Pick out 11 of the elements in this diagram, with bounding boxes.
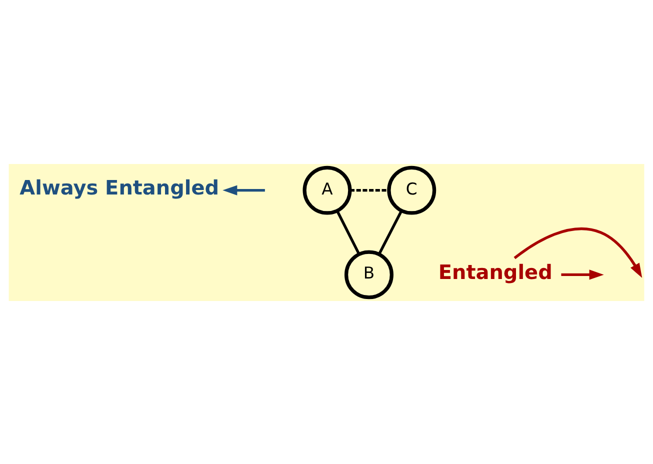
node-circle: B [344, 250, 394, 299]
node-text: Always Entangled [20, 174, 220, 199]
arrow [514, 227, 642, 278]
connector [336, 210, 360, 254]
arrow [561, 269, 604, 280]
node-text: Entangled [438, 259, 552, 284]
node-circle: A [302, 165, 352, 214]
connector [350, 188, 389, 192]
node-circle: C [387, 165, 436, 214]
arrow [222, 184, 265, 195]
connector [378, 210, 403, 254]
